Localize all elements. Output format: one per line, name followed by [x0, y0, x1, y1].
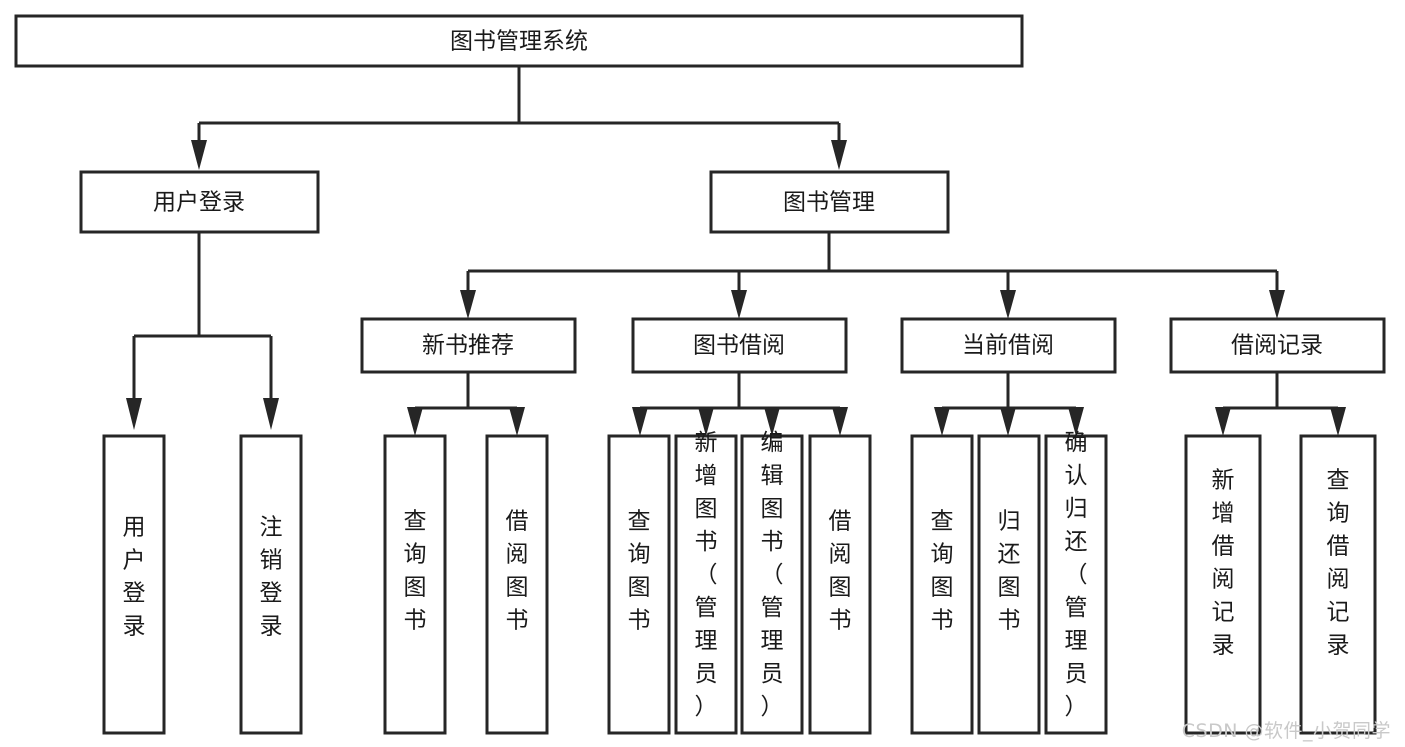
node-leaf-cb-confirm-return[interactable]: 确认归还（管理员） — [1044, 430, 1108, 735]
node-root[interactable]: 图书管理系统 — [14, 14, 1024, 68]
node-root-label: 图书管理系统 — [450, 29, 588, 55]
node-leaf-br-query-record-label: 查询借阅记录 — [1327, 468, 1350, 659]
node-leaf-bb-query-book-label: 查询图书 — [628, 509, 651, 634]
node-leaf-user-login-box[interactable] — [102, 434, 166, 735]
arrowhead-nb-leaf-1 — [407, 407, 423, 436]
node-leaf-nb-query-book[interactable]: 查询图书 — [383, 434, 447, 735]
node-current-borrow[interactable]: 当前借阅 — [900, 317, 1117, 374]
arrowhead-new-book — [460, 290, 476, 319]
arrowhead-current-borrow — [1000, 290, 1016, 319]
node-leaf-user-login[interactable]: 用户登录 — [102, 434, 166, 735]
arrowhead-user-login — [191, 140, 207, 170]
arrowhead-borrow-record — [1269, 290, 1285, 319]
node-book-borrow[interactable]: 图书借阅 — [631, 317, 848, 374]
node-leaf-cb-query-book-label: 查询图书 — [931, 509, 954, 634]
node-leaf-cb-query-book[interactable]: 查询图书 — [910, 434, 974, 735]
node-new-book-recommend-label: 新书推荐 — [422, 333, 514, 359]
node-leaf-bb-query-book-box[interactable] — [607, 434, 671, 735]
node-leaf-logout-label: 注销登录 — [260, 515, 283, 640]
node-leaf-bb-borrow-book-label: 借阅图书 — [829, 509, 852, 634]
node-book-management-box[interactable] — [709, 170, 950, 234]
node-leaf-cb-confirm-return-label: 确认归还（管理员） — [1065, 430, 1088, 720]
connector-layer — [126, 66, 1346, 436]
csdn-watermark: CSDN @软件_小贺同学 — [1181, 720, 1391, 742]
arrowhead-cb-leaf-3 — [1068, 407, 1084, 436]
node-book-management-label: 图书管理 — [783, 190, 875, 216]
arrowhead-br-leaf-1 — [1215, 407, 1231, 436]
node-leaf-br-add-record-label: 新增借阅记录 — [1212, 468, 1235, 659]
node-leaf-nb-borrow-book-label: 借阅图书 — [506, 509, 529, 634]
node-leaf-bb-add-book[interactable]: 新增图书（管理员） — [674, 430, 738, 735]
node-root-box[interactable] — [14, 14, 1024, 68]
node-borrow-record[interactable]: 借阅记录 — [1169, 317, 1386, 374]
node-leaf-bb-add-book-box[interactable] — [674, 434, 738, 735]
arrowhead-bb-leaf-1 — [632, 407, 648, 436]
arrowhead-cb-leaf-2 — [1000, 407, 1016, 436]
node-leaf-logout[interactable]: 注销登录 — [239, 434, 303, 735]
node-leaf-br-query-record-box[interactable] — [1299, 434, 1377, 735]
arrowhead-nb-leaf-2 — [509, 407, 525, 436]
node-leaf-bb-query-book[interactable]: 查询图书 — [607, 434, 671, 735]
node-leaf-bb-edit-book[interactable]: 编辑图书（管理员） — [740, 430, 804, 735]
node-leaf-bb-edit-book-box[interactable] — [740, 434, 804, 735]
node-borrow-record-box[interactable] — [1169, 317, 1386, 374]
node-current-borrow-label: 当前借阅 — [962, 333, 1054, 359]
node-leaf-cb-query-book-box[interactable] — [910, 434, 974, 735]
node-leaf-bb-edit-book-label: 编辑图书（管理员） — [761, 430, 784, 720]
arrowhead-book-borrow — [731, 290, 747, 319]
node-leaf-nb-query-book-box[interactable] — [383, 434, 447, 735]
node-leaf-cb-return-book-box[interactable] — [977, 434, 1041, 735]
arrowhead-bb-leaf-4 — [832, 407, 848, 436]
node-borrow-record-label: 借阅记录 — [1231, 333, 1323, 359]
node-leaf-br-add-record[interactable]: 新增借阅记录 — [1184, 434, 1262, 735]
node-leaf-logout-box[interactable] — [239, 434, 303, 735]
node-user-login-box[interactable] — [79, 170, 320, 234]
node-leaf-br-add-record-box[interactable] — [1184, 434, 1262, 735]
node-user-login-label: 用户登录 — [153, 190, 245, 216]
node-new-book-recommend[interactable]: 新书推荐 — [360, 317, 577, 374]
node-leaf-nb-borrow-book-box[interactable] — [485, 434, 549, 735]
node-book-borrow-box[interactable] — [631, 317, 848, 374]
arrowhead-br-leaf-2 — [1330, 407, 1346, 436]
node-leaf-bb-borrow-book-box[interactable] — [808, 434, 872, 735]
node-leaf-bb-borrow-book[interactable]: 借阅图书 — [808, 434, 872, 735]
node-leaf-br-query-record[interactable]: 查询借阅记录 — [1299, 434, 1377, 735]
arrowhead-ul-leaf-2 — [263, 398, 279, 430]
node-new-book-recommend-box[interactable] — [360, 317, 577, 374]
node-leaf-nb-borrow-book[interactable]: 借阅图书 — [485, 434, 549, 735]
node-book-borrow-label: 图书借阅 — [693, 333, 785, 359]
arrowhead-cb-leaf-1 — [934, 407, 950, 436]
node-leaf-cb-return-book[interactable]: 归还图书 — [977, 434, 1041, 735]
arrowhead-bb-leaf-3 — [764, 407, 780, 436]
node-leaf-cb-confirm-return-box[interactable] — [1044, 434, 1108, 735]
arrowhead-ul-leaf-1 — [126, 398, 142, 430]
node-leaf-user-login-label: 用户登录 — [123, 515, 146, 640]
node-leaf-bb-add-book-label: 新增图书（管理员） — [695, 430, 718, 720]
arrowhead-book-mgmt — [831, 140, 847, 170]
node-leaf-nb-query-book-label: 查询图书 — [404, 509, 427, 634]
node-current-borrow-box[interactable] — [900, 317, 1117, 374]
arrowhead-bb-leaf-2 — [698, 407, 714, 436]
node-user-login[interactable]: 用户登录 — [79, 170, 320, 234]
node-leaf-cb-return-book-label: 归还图书 — [998, 509, 1021, 634]
node-book-management[interactable]: 图书管理 — [709, 170, 950, 234]
